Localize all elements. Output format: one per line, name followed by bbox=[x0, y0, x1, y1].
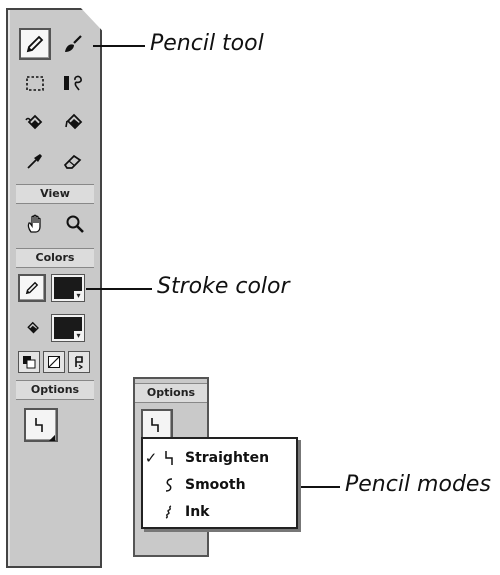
fill-color-toggle[interactable] bbox=[18, 314, 46, 342]
pencil-icon bbox=[26, 35, 44, 52]
eraser-icon bbox=[63, 154, 82, 169]
fill-color-swatch[interactable]: ▾ bbox=[51, 314, 85, 342]
magnifier-icon bbox=[66, 215, 84, 233]
options-popup-label: Options bbox=[135, 383, 207, 403]
colors-section-label: Colors bbox=[16, 248, 94, 268]
stroke-color-row: ▾ bbox=[16, 268, 94, 308]
pencil-modes-callout: Pencil modes bbox=[345, 472, 491, 497]
menu-item-ink[interactable]: Ink bbox=[143, 498, 296, 525]
menu-item-label: Ink bbox=[185, 503, 210, 520]
selection-marquee-icon bbox=[26, 75, 44, 91]
pencil-mode-button[interactable]: ◢ bbox=[24, 408, 58, 442]
hand-tool-button[interactable] bbox=[20, 208, 52, 240]
straighten-icon bbox=[151, 418, 159, 432]
straighten-icon bbox=[159, 450, 179, 466]
ink-bottle-icon bbox=[25, 114, 43, 129]
options-section-label: Options bbox=[16, 380, 94, 400]
stroke-color-callout-line bbox=[86, 288, 152, 290]
pencil-tool-callout-line bbox=[93, 45, 145, 47]
swap-colors-icon bbox=[75, 356, 84, 369]
default-colors-button[interactable] bbox=[18, 351, 40, 373]
menu-item-label: Straighten bbox=[185, 449, 270, 466]
color-buttons-row bbox=[16, 348, 94, 376]
marquee-tool-button[interactable] bbox=[19, 67, 51, 99]
chevron-down-icon: ▾ bbox=[74, 291, 83, 300]
pencil-mode-menu: ✓ Straighten Smooth Ink bbox=[141, 437, 298, 529]
swap-colors-button[interactable] bbox=[68, 351, 90, 373]
dropdown-corner-icon: ◢ bbox=[48, 433, 55, 442]
paint-bucket-icon bbox=[65, 113, 83, 129]
view-section-label: View bbox=[16, 184, 94, 204]
eyedropper-icon bbox=[27, 153, 42, 169]
no-color-icon bbox=[48, 356, 60, 368]
straighten-icon bbox=[35, 418, 43, 432]
lasso-tool-button[interactable] bbox=[57, 67, 89, 99]
brush-tool-button[interactable] bbox=[57, 28, 89, 60]
paint-bucket-tool-button[interactable] bbox=[57, 106, 89, 138]
menu-item-straighten[interactable]: ✓ Straighten bbox=[143, 444, 296, 471]
brush-icon bbox=[65, 34, 82, 52]
pencil-modes-callout-line bbox=[298, 486, 340, 488]
stroke-color-toggle[interactable] bbox=[18, 274, 46, 302]
paint-bucket-icon bbox=[27, 321, 39, 334]
toolbox-inner: View Colors ▾ ▾ bbox=[16, 24, 94, 442]
stroke-color-swatch[interactable]: ▾ bbox=[51, 274, 85, 302]
tools-grid bbox=[16, 24, 94, 180]
pencil-tool-callout: Pencil tool bbox=[150, 31, 264, 56]
default-colors-icon bbox=[23, 356, 36, 369]
fill-color-row: ▾ bbox=[16, 308, 94, 348]
no-color-button[interactable] bbox=[43, 351, 65, 373]
stroke-color-callout: Stroke color bbox=[157, 274, 290, 299]
pencil-mode-button-open[interactable] bbox=[141, 409, 173, 441]
ink-icon bbox=[159, 504, 179, 520]
ink-bottle-tool-button[interactable] bbox=[19, 106, 51, 138]
menu-item-smooth[interactable]: Smooth bbox=[143, 471, 296, 498]
eyedropper-tool-button[interactable] bbox=[19, 145, 51, 177]
zoom-tool-button[interactable] bbox=[59, 208, 91, 240]
eraser-tool-button[interactable] bbox=[57, 145, 89, 177]
pencil-icon bbox=[25, 281, 39, 295]
view-tools-row bbox=[16, 204, 94, 244]
smooth-icon bbox=[159, 477, 179, 493]
checkmark-icon: ✓ bbox=[144, 448, 158, 467]
hand-icon bbox=[27, 214, 41, 233]
menu-item-label: Smooth bbox=[185, 476, 246, 493]
chevron-down-icon: ▾ bbox=[74, 331, 83, 340]
pencil-tool-button[interactable] bbox=[19, 27, 51, 60]
lasso-icon bbox=[64, 75, 82, 90]
